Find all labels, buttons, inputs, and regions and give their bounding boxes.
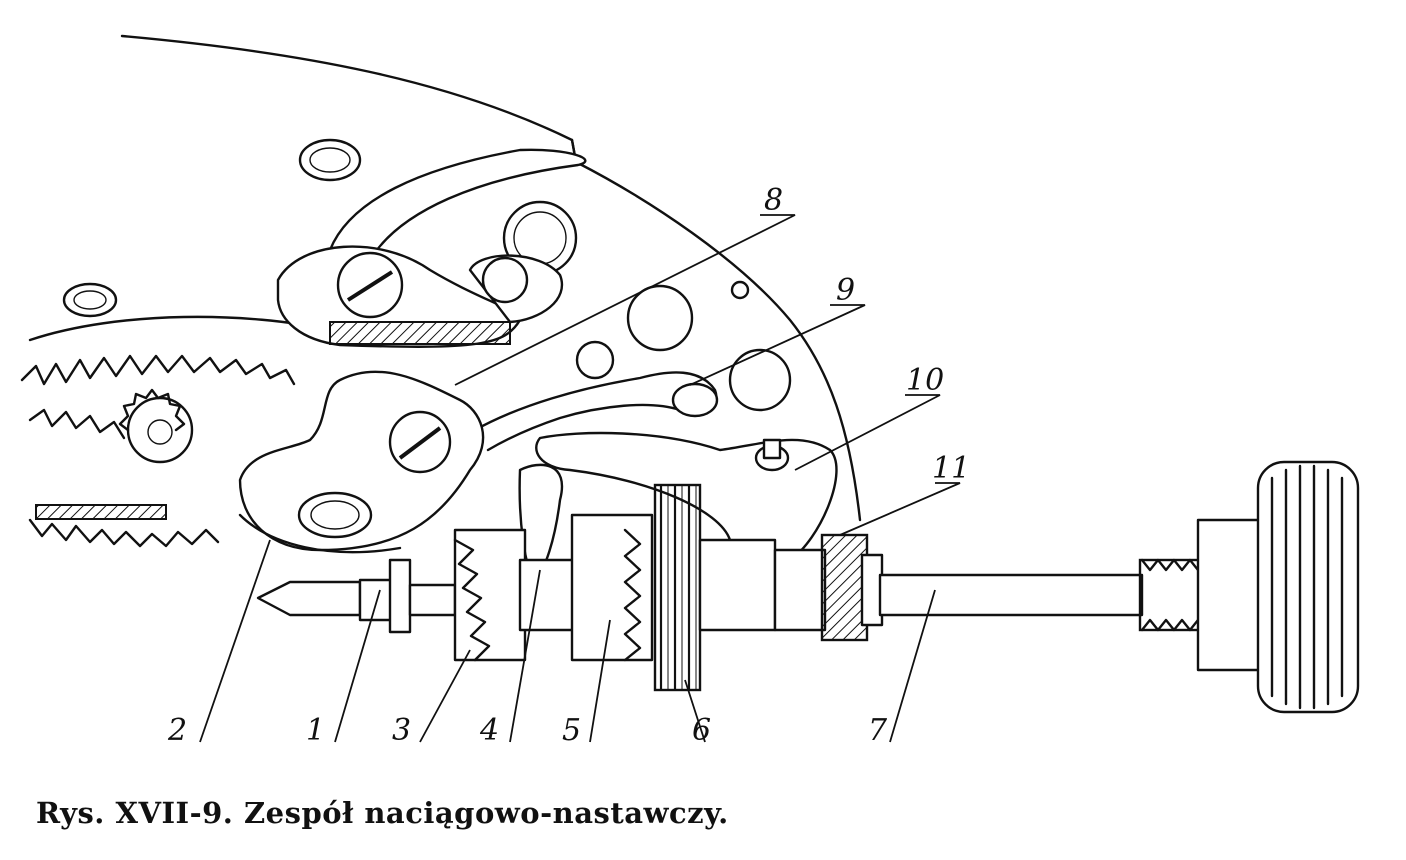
callout-labels: 2 1 3 4 5 6 7 8 9 10 11 <box>167 183 970 748</box>
callout-8: 8 <box>764 183 783 218</box>
callout-3: 3 <box>392 713 411 748</box>
figure-caption: Rys. XVII-9. Zespół naciągowo-nastawczy. <box>36 796 729 830</box>
upper-lever <box>276 245 564 348</box>
yoke-lever <box>238 370 485 554</box>
setting-lever-spring <box>473 371 719 452</box>
winding-stem <box>256 483 1262 692</box>
callout-2: 2 <box>167 713 187 748</box>
callout-1: 1 <box>306 713 325 748</box>
callout-4: 4 <box>479 713 499 748</box>
callout-7: 7 <box>868 713 888 748</box>
plate-screw-heads <box>62 138 362 318</box>
callout-6: 6 <box>692 713 711 748</box>
callout-leaders <box>199 214 961 743</box>
callout-10: 10 <box>906 363 944 398</box>
mechanism-drawing: 2 1 3 4 5 6 7 8 9 10 11 <box>20 34 1360 748</box>
callout-9: 9 <box>836 273 855 308</box>
crown <box>1256 460 1360 714</box>
callout-11: 11 <box>932 451 970 486</box>
small-pinion <box>118 388 194 464</box>
callout-5: 5 <box>562 713 581 748</box>
